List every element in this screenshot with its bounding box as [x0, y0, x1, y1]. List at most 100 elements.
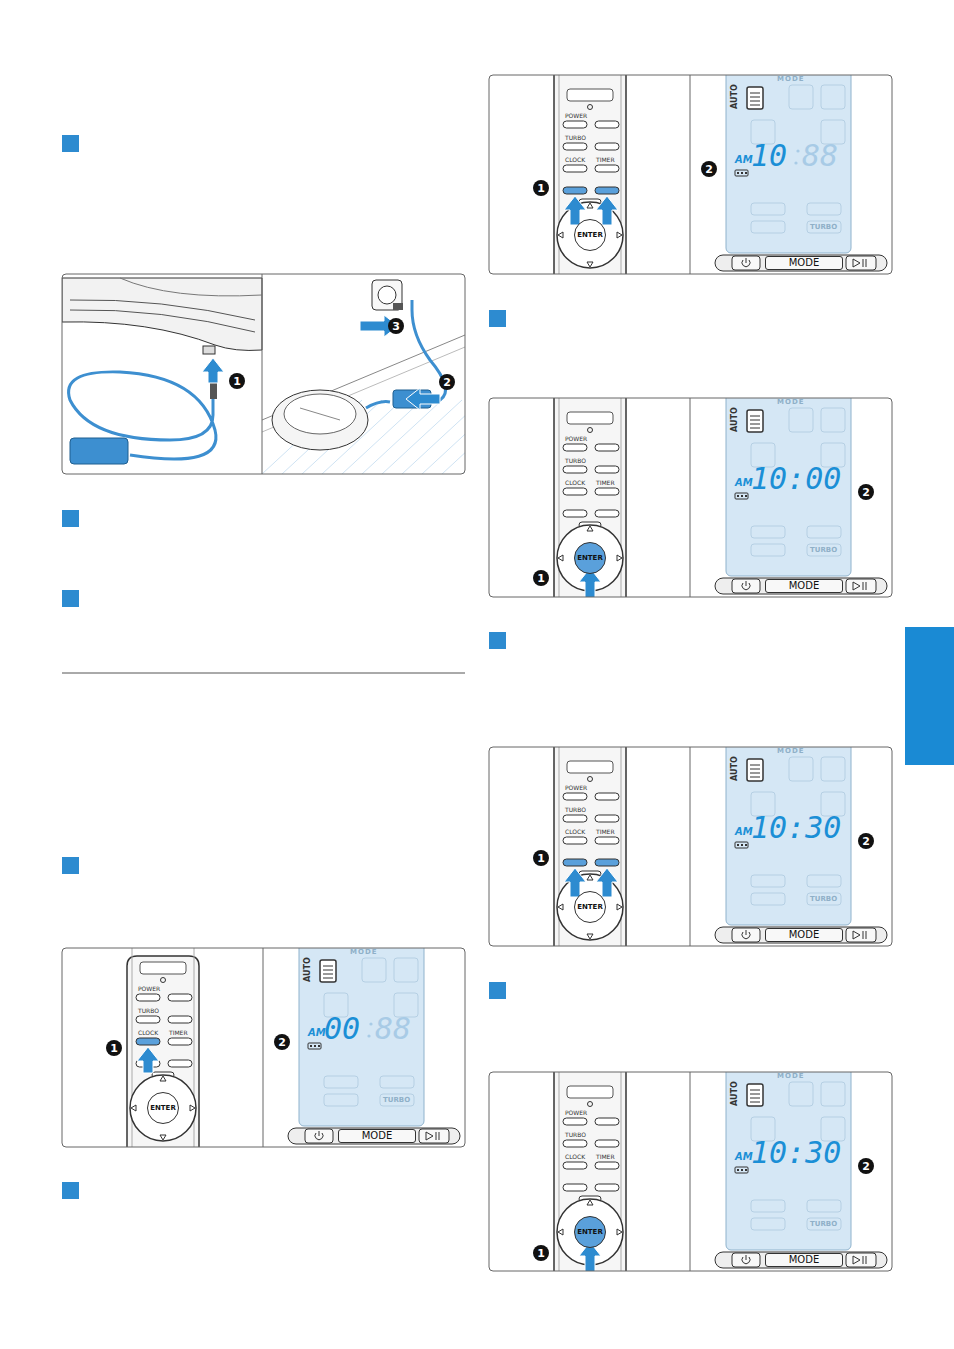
auto-icon [747, 87, 763, 109]
navigation-ring [557, 202, 623, 268]
remote-control [554, 747, 626, 946]
step-square [489, 982, 506, 999]
display-label: MODE [777, 1073, 805, 1080]
press-arrow [202, 358, 224, 383]
button-label: TIMER [596, 157, 615, 163]
remote-display-figure [62, 942, 465, 1153]
dc-socket [203, 346, 215, 354]
remote-control [554, 75, 626, 274]
display-label: MODE [777, 76, 805, 83]
remote-button [595, 837, 619, 844]
remote-button [595, 1184, 619, 1191]
enter-button: ENTER [574, 891, 606, 923]
remote-button [563, 143, 587, 150]
button-label: TURBO [565, 135, 586, 141]
display-label: TURBO [810, 1221, 837, 1228]
mode-button: MODE [765, 1253, 843, 1267]
remote-button [595, 1162, 619, 1169]
power-adapter [70, 438, 128, 464]
battery-icon [735, 493, 748, 499]
display-am: AM [735, 155, 753, 165]
display-am: AM [735, 478, 753, 488]
base-panel [715, 255, 887, 271]
auto-icon [747, 759, 763, 781]
remote-button [595, 1140, 619, 1147]
button-label: CLOCK [565, 1154, 585, 1160]
remote-button [595, 121, 619, 128]
base-panel [288, 1128, 460, 1144]
auto-icon [320, 960, 336, 982]
remote-button [595, 815, 619, 822]
display-digits: 10:30 [751, 1138, 841, 1168]
display-label: MODE [777, 748, 805, 755]
remote-button [563, 1140, 587, 1147]
button-text: MODE [789, 581, 820, 591]
side-tab [905, 627, 954, 765]
base-panel [715, 927, 887, 943]
mode-button: MODE [765, 928, 843, 942]
remote-control [554, 1072, 626, 1271]
remote-button [136, 1016, 160, 1023]
button-label: TURBO [565, 807, 586, 813]
auto-icon [747, 410, 763, 432]
remote-button [563, 793, 587, 800]
mode-button: MODE [765, 579, 843, 593]
button-label: CLOCK [565, 480, 585, 486]
remote-button [595, 859, 619, 866]
battery-icon [735, 1167, 748, 1173]
step-square [62, 1182, 79, 1199]
remote-button [136, 1038, 160, 1045]
remote-button [595, 143, 619, 150]
step-square [62, 590, 79, 607]
base-panel [715, 1252, 887, 1268]
battery-icon [735, 170, 748, 176]
display-am: AM [735, 1152, 753, 1162]
press-arrow [137, 1047, 159, 1073]
display-label: AUTO [731, 756, 739, 781]
callout-number: 1 [229, 373, 245, 389]
remote-button [563, 1118, 587, 1125]
auto-icon [747, 1084, 763, 1106]
callout-number: 2 [858, 1158, 874, 1174]
remote-button [563, 859, 587, 866]
navigation-ring [130, 1075, 196, 1141]
step-square [62, 135, 79, 152]
enter-button: ENTER [574, 542, 606, 574]
dc-plug [210, 383, 217, 399]
battery-icon [735, 842, 748, 848]
remote-button [595, 1118, 619, 1125]
display-label: AUTO [731, 407, 739, 432]
enter-button: ENTER [574, 219, 606, 251]
press-arrow [596, 868, 618, 897]
callout-number: 2 [858, 484, 874, 500]
button-label: POWER [565, 1110, 587, 1116]
enter-button: ENTER [574, 1216, 606, 1248]
button-label: TURBO [138, 1008, 159, 1014]
remote-display-figure [489, 1066, 892, 1277]
lcd-display [726, 398, 851, 576]
callout-number: 3 [388, 318, 404, 334]
mode-button: MODE [338, 1129, 416, 1143]
button-label: TIMER [169, 1030, 188, 1036]
button-label: CLOCK [565, 157, 585, 163]
display-label: AUTO [304, 957, 312, 982]
button-label: POWER [565, 785, 587, 791]
remote-button [595, 793, 619, 800]
remote-button [595, 187, 619, 194]
display-label: TURBO [810, 224, 837, 231]
display-label: TURBO [383, 1097, 410, 1104]
charging-base [272, 390, 368, 450]
display-digits: 88 [375, 1014, 411, 1044]
display-label: TURBO [810, 896, 837, 903]
display-label: AUTO [731, 84, 739, 109]
remote-button [563, 1184, 587, 1191]
remote-button [168, 1060, 192, 1067]
remote-button [563, 121, 587, 128]
callout-number: 1 [533, 850, 549, 866]
button-label: POWER [565, 436, 587, 442]
step-square [489, 310, 506, 327]
callout-number: 2 [274, 1034, 290, 1050]
remote-control [127, 956, 199, 1147]
remote-button [595, 165, 619, 172]
step-square [489, 632, 506, 649]
